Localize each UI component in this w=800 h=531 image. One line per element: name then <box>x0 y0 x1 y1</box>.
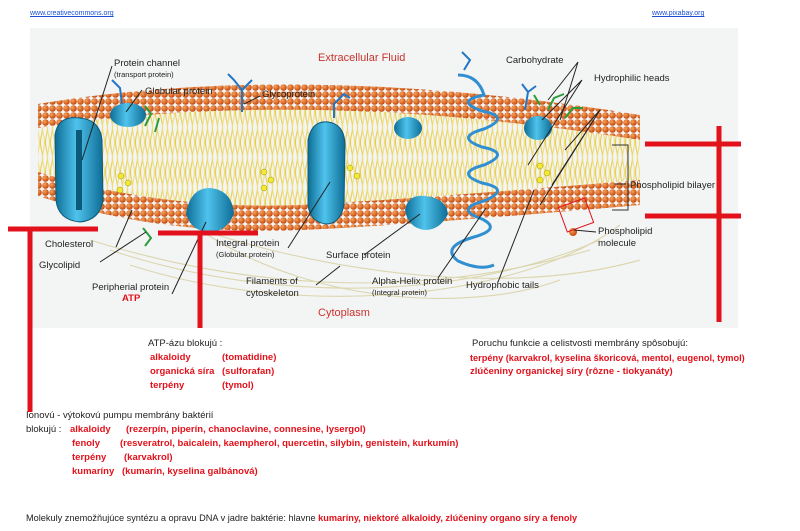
label-hydrophobic-tails: Hydrophobic tails <box>466 280 539 291</box>
membrane-line-1: terpény (karvakrol, kyselina škoricová, … <box>470 353 745 363</box>
atpase-row-2-name: organická síra <box>150 366 215 377</box>
label-protein-channel-sub: (transport protein) <box>114 70 174 79</box>
ion-pump-row-4-detail: (kumarín, kyselina galbánová) <box>122 466 258 477</box>
globular-protein <box>110 103 146 127</box>
phospholipid-highlight-box <box>557 197 595 233</box>
label-filaments-2: cytoskeleton <box>246 288 299 299</box>
surface-protein <box>405 195 448 230</box>
label-alpha-helix: Alpha-Helix protein <box>372 276 452 287</box>
integral-protein <box>307 121 346 225</box>
atpase-row-1-name: alkaloidy <box>150 352 191 363</box>
label-phospholipid-bilayer: Phospholipid bilayer <box>630 180 715 191</box>
dna-highlight: kumaríny, niektoré alkaloidy, zlúčeniny … <box>318 513 578 523</box>
label-phospholipid-2: molecule <box>598 238 636 249</box>
label-hydrophilic-heads: Hydrophilic heads <box>594 73 670 84</box>
label-glycoprotein: Glycoprotein <box>262 89 315 100</box>
ion-pump-row-2-name: fenoly <box>72 438 100 449</box>
label-protein-channel: Protein channel <box>114 58 180 69</box>
atpase-row-3-name: terpény <box>150 380 185 391</box>
surface-protein-small <box>394 117 422 139</box>
label-filaments-1: Filaments of <box>246 276 298 287</box>
cholesterol-molecules <box>116 162 551 194</box>
protein-channel-pore <box>76 130 82 210</box>
label-glycolipid: Glycolipid <box>39 260 80 271</box>
label-surface-protein: Surface protein <box>326 250 390 261</box>
red-annotation-lines <box>8 126 741 412</box>
ion-pump-row-3-name: terpény <box>72 452 107 463</box>
label-alpha-helix-sub: (Integral protein) <box>372 288 428 297</box>
ion-pump-row-1-name: alkaloidy <box>70 424 111 435</box>
extracellular-fluid-title: Extracellular Fluid <box>318 52 405 64</box>
glycoprotein-chains <box>111 51 537 118</box>
ion-pump-row-1-detail: (rezerpín, piperín, chanoclavine, connes… <box>126 424 366 435</box>
membrane-line-2: zlúčeniny organickej síry (rôzne - tioky… <box>470 366 673 377</box>
cytoskeleton-filaments <box>89 214 641 299</box>
label-cholesterol: Cholesterol <box>45 239 93 250</box>
ion-pump-prefix: blokujú : <box>26 424 62 435</box>
membrane-heading: Poruchu funkcie a celistvosti membrány s… <box>472 338 688 349</box>
cytoplasm-title: Cytoplasm <box>318 307 370 319</box>
dna-line: Molekuly znemožňujúce syntézu a opravu D… <box>26 512 577 524</box>
globular-protein-right <box>524 116 552 140</box>
label-globular-protein: Globular protein <box>145 86 213 97</box>
atpase-heading: ATP-ázu blokujú : <box>148 338 223 349</box>
label-peripheral-protein: Peripherial protein <box>92 282 169 293</box>
label-atp: ATP <box>122 293 141 304</box>
hydrophilic-heads-top <box>38 84 640 140</box>
alpha-helix-protein <box>450 73 499 269</box>
pixabay-link[interactable]: www.pixabay.org <box>652 10 705 17</box>
label-carbohydrate: Carbohydrate <box>506 55 564 66</box>
ion-pump-row-3-detail: (karvakrol) <box>124 452 173 463</box>
ion-pump-row-2-detail: (resveratrol, baicalein, kaempherol, que… <box>120 438 459 449</box>
atpase-row-1-detail: (tomatidine) <box>222 352 277 363</box>
label-phospholipid-1: Phospholipid <box>598 226 652 237</box>
creativecommons-link[interactable]: www.creativecommons.org <box>30 10 114 17</box>
ion-pump-heading: Ionovú - výtokovú pumpu membrány baktéri… <box>26 410 214 421</box>
leader-lines <box>81 61 626 295</box>
ion-pump-row-4-name: kumaríny <box>72 466 115 477</box>
dna-prefix: Molekuly znemožňujúce syntézu a opravu D… <box>26 513 316 523</box>
peripheral-protein <box>186 188 234 232</box>
atpase-row-3-detail: (tymol) <box>222 380 254 391</box>
atpase-row-2-detail: (sulforafan) <box>222 366 275 377</box>
bilayer-bracket <box>612 144 629 211</box>
label-integral-protein-sub: (Globular protein) <box>216 250 275 259</box>
label-integral-protein: Integral protein <box>216 238 279 249</box>
glycolipid-chains <box>142 93 583 247</box>
